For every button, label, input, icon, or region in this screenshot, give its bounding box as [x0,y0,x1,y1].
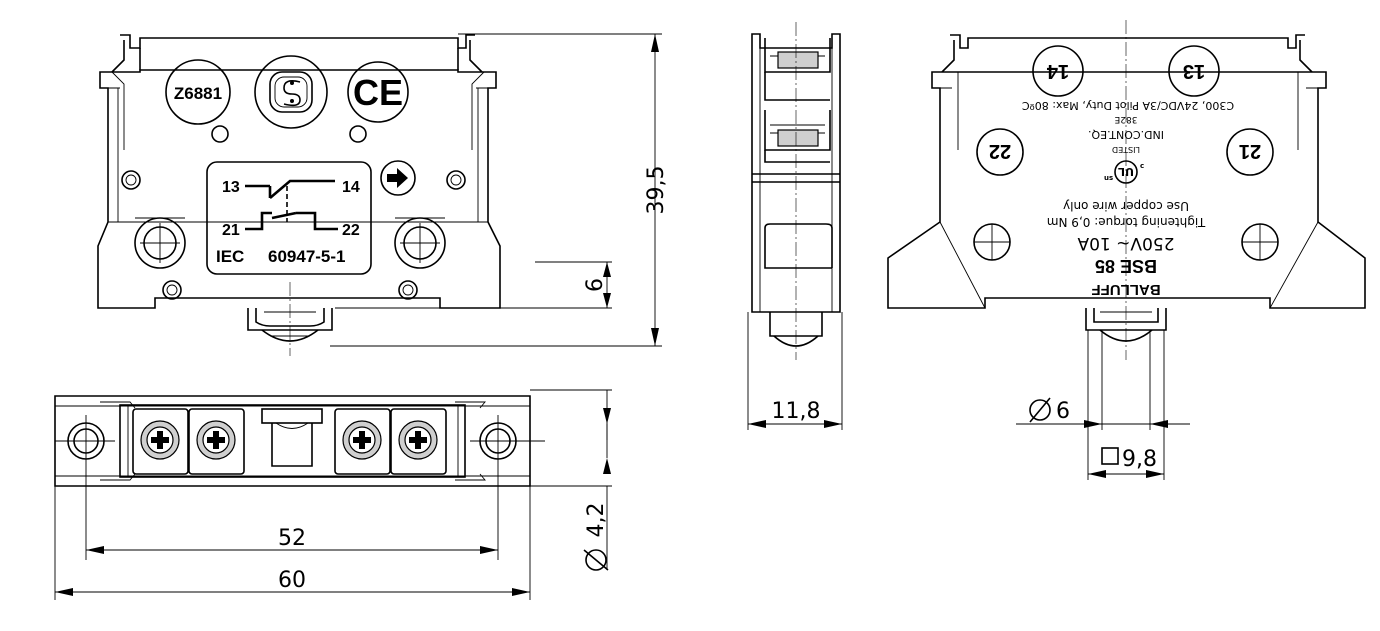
ce-mark-icon [347,61,409,123]
dim-square-size: 9,8 [1122,447,1157,472]
front-terminal-13: 13 [222,179,240,196]
rear-view: 14 13 22 21 C300, 24VDC/3A Pilot Duty, M… [887,20,1366,480]
rear-terminal-14-circle [1032,45,1084,97]
side-dimensions: 11,8 [748,399,842,428]
screw-2 [196,420,236,460]
rear-torque: Tightening torque: 0,9 Nm [1047,215,1206,229]
standard-number: 60947-5-1 [268,247,346,266]
contact-schematic-plate [206,161,372,275]
dim-depth: 11,8 [772,399,821,424]
dim-height-pusher: 6 [583,278,608,292]
rear-terminal-13-circle [1168,45,1220,97]
svg-text:c: c [1140,162,1144,170]
dim-width-total: 60 [278,568,306,593]
dim-pusher-diameter: 6 [1056,399,1070,424]
square-icon [1101,447,1119,465]
screw-1 [140,420,180,460]
ce-mark-text: CE [353,72,403,113]
front-dimensions: 39,5 6 [583,34,669,346]
screw-3 [342,420,382,460]
approval-code: Z6881 [174,84,222,103]
front-terminal-14: 14 [342,179,360,196]
side-view [747,22,843,430]
screw-4 [398,420,438,460]
svg-text:UL: UL [1118,165,1134,178]
standard-prefix: IEC [216,247,244,266]
rear-terminal-13: 13 [1183,60,1205,82]
rear-terminal-14: 14 [1046,60,1069,82]
arrow-right-icon [380,160,416,196]
rear-rating-line: C300, 24VDC/3A Pilot Duty, Max: 80ºC [1022,99,1234,112]
dim-height-total: 39,5 [644,166,669,215]
rear-terminal-22: 22 [989,140,1011,162]
approval-circle [165,59,231,125]
svg-text:us: us [1104,174,1113,182]
rear-terminal-22-circle [976,128,1024,176]
top-view [54,395,545,600]
diameter-icon-vertical [583,549,609,571]
rear-listed: LISTED [1112,145,1140,154]
rear-dimensions: 6 9,8 [1016,397,1190,478]
top-dimensions: 4,2 52 60 [55,389,612,596]
dim-mount-hole: 4,2 [584,503,609,538]
diameter-icon [1029,397,1051,423]
dim-hole-spacing: 52 [278,526,306,551]
ul-listed-icon: UL c us [1104,160,1144,184]
front-terminal-21: 21 [222,222,240,239]
s-mark-icon [254,55,328,129]
front-terminal-22: 22 [342,222,360,239]
rear-terminal-21-circle [1226,128,1274,176]
front-view: Z6881 CE 13 14 21 22 [97,33,662,356]
rear-terminal-21: 21 [1239,140,1261,162]
